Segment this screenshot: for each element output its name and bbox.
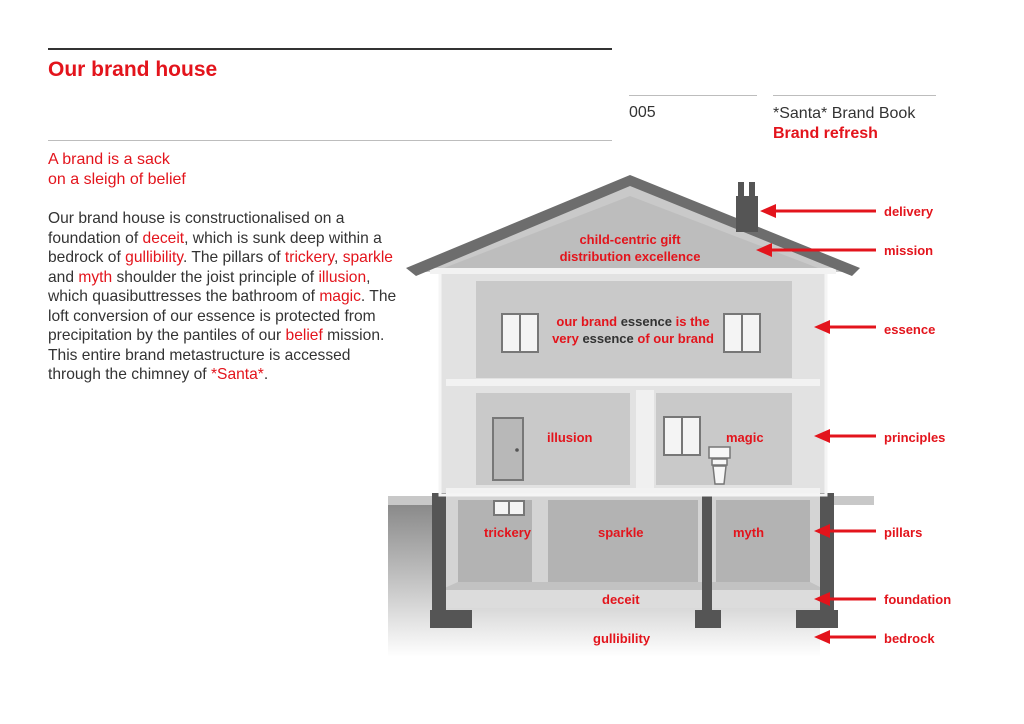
- basement-room-right: [716, 500, 810, 582]
- keyword-gullibility: gullibility: [125, 249, 183, 266]
- subheading: A brand is a sack on a sleigh of belief: [48, 150, 388, 190]
- label-illusion: illusion: [547, 430, 593, 445]
- footing-left: [430, 610, 472, 628]
- toilet: [708, 446, 731, 485]
- callout-foundation: foundation: [884, 592, 952, 607]
- label-myth: myth: [733, 525, 765, 540]
- ground-floor-slab: [446, 488, 820, 495]
- essence-text-part: very: [552, 331, 583, 346]
- essence-word: essence: [620, 314, 673, 329]
- body-text-part: ,: [334, 249, 343, 266]
- body-text-part: Our brand house is constructionalised on…: [48, 210, 345, 247]
- brand-house-illustration: [388, 175, 876, 657]
- subheading-line-2: on a sleigh of belief: [48, 171, 186, 188]
- label-magic: magic: [726, 430, 764, 445]
- foundation-slab: [440, 590, 826, 608]
- keyword-illusion: illusion: [318, 268, 367, 286]
- callout-bedrock: bedrock: [884, 631, 935, 646]
- body-text-part: . The pillars of: [182, 249, 285, 266]
- callout-mission: mission: [884, 243, 934, 258]
- callout-delivery: delivery: [884, 204, 934, 219]
- keyword-belief: belief: [285, 327, 323, 344]
- footing-center: [695, 610, 721, 628]
- essence-text-part: our brand: [556, 314, 621, 329]
- window-essence-left: [501, 313, 539, 353]
- footing-right: [796, 610, 838, 628]
- mission-line-1: child-centric gift: [579, 232, 681, 247]
- keyword-trickery: trickery: [284, 249, 335, 266]
- book-title: *Santa* Brand Book: [773, 105, 916, 122]
- window-basement: [493, 500, 525, 516]
- subheading-line-1: A brand is a sack: [48, 151, 170, 168]
- pile-center: [702, 493, 712, 613]
- page-number: 005: [629, 104, 656, 121]
- book-subtitle: Brand refresh: [773, 125, 878, 142]
- pile-left: [432, 493, 446, 613]
- attic-floor: [430, 268, 836, 274]
- book-title-rule: [773, 95, 936, 96]
- keyword-magic: magic: [319, 288, 361, 305]
- callout-principles: principles: [884, 430, 946, 445]
- chimney: [736, 196, 758, 232]
- keyword-myth: myth: [78, 268, 113, 286]
- keyword-deceit: deceit: [142, 229, 185, 247]
- label-sparkle: sparkle: [598, 525, 644, 540]
- keyword-santa: *Santa*: [210, 366, 264, 383]
- body-text-part: and: [48, 268, 79, 286]
- essence-text-part: of our brand: [633, 331, 714, 346]
- pile-right: [820, 493, 834, 613]
- page-title: Our brand house: [48, 58, 218, 81]
- basement-room-center: [548, 500, 698, 582]
- essence-text-part: is the: [672, 314, 710, 329]
- body-text-part: shoulder the joist principle of: [112, 268, 319, 286]
- upper-floor-slab: [446, 379, 820, 386]
- callout-pillars: pillars: [884, 525, 923, 540]
- mission-line-2: distribution excellence: [559, 249, 701, 264]
- body-text-part: .: [263, 366, 269, 383]
- chimney-pot-left: [738, 182, 744, 198]
- label-mission-statement: child-centric gift distribution excellen…: [540, 231, 720, 265]
- interior-wall: [636, 390, 654, 488]
- attic-inner: [444, 196, 818, 268]
- body-paragraph: Our brand house is constructionalised on…: [48, 209, 398, 385]
- body-text-part: mission. This entire brand metastructure…: [48, 327, 385, 383]
- body-text-part: . The loft conversion of our essence is …: [48, 288, 397, 344]
- top-rule: [48, 48, 612, 50]
- window-magic: [663, 416, 701, 456]
- page-number-rule: [629, 95, 757, 96]
- essence-word: essence: [582, 331, 634, 346]
- label-trickery: trickery: [484, 525, 531, 540]
- body-text-part: , which quasibuttresses the bathroom of: [48, 268, 371, 306]
- body-text-part: , which is sunk deep within a bedrock of: [48, 229, 382, 267]
- door: [492, 417, 524, 481]
- chimney-pot-right: [749, 182, 755, 198]
- keyword-sparkle: sparkle: [342, 249, 393, 266]
- label-gullibility: gullibility: [593, 631, 651, 646]
- label-deceit: deceit: [602, 592, 640, 607]
- basement-floor-shade: [440, 582, 826, 590]
- label-essence-statement: our brand essence is the very essence of…: [540, 313, 726, 347]
- window-essence-right: [723, 313, 761, 353]
- callout-essence: essence: [884, 322, 936, 337]
- callout-arrows: [756, 204, 876, 644]
- section-rule: [48, 140, 612, 141]
